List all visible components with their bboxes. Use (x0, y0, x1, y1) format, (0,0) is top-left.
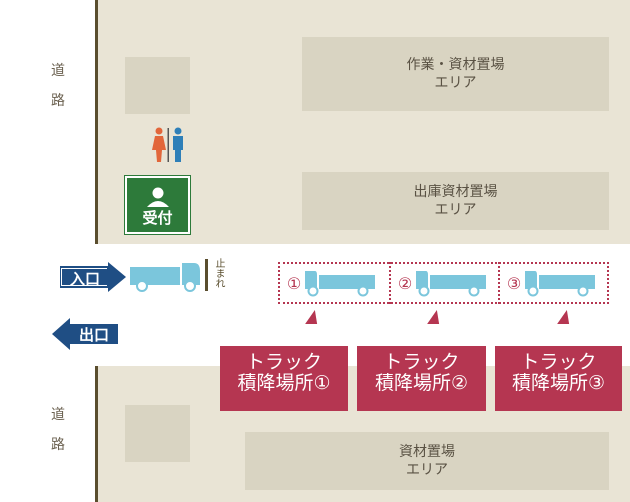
reception-sign: 受付 (124, 175, 191, 235)
person-icon (146, 187, 169, 207)
stop-line-label: 止まれ (213, 258, 224, 288)
road-label-top: 道 路 (46, 60, 70, 110)
loading-callout: トラック 積降場所③ (495, 346, 622, 411)
area-label: エリア (434, 75, 477, 91)
area-label: エリア (406, 462, 448, 478)
loading-callout: トラック 積降場所① (220, 346, 348, 411)
callout-line2: 積降場所③ (511, 372, 606, 394)
truck-icon (305, 271, 375, 297)
road-char: 路 (51, 93, 65, 109)
callout-line2: 積降場所① (237, 372, 331, 394)
entrance-marker: 入口 (59, 262, 130, 292)
stop-line (205, 259, 208, 291)
building-block (125, 405, 190, 462)
exit-marker: 出口 (52, 318, 122, 350)
loading-slot: ① (283, 268, 385, 298)
loading-slot: ② (394, 268, 496, 298)
area-label: 作業・資材置場 (406, 57, 505, 73)
road-char: 路 (51, 437, 65, 453)
road-char: 道 (51, 63, 65, 79)
truck-icon (130, 259, 204, 293)
fence-line-top (95, 0, 98, 244)
truck-icon (416, 271, 486, 297)
road-label-bottom: 道 路 (46, 404, 70, 454)
slot-divider (389, 262, 391, 304)
road-vertical (0, 0, 96, 502)
callout-line1: トラック (383, 351, 460, 373)
area-label: エリア (434, 202, 477, 218)
fence-line-bottom (95, 366, 98, 502)
building-block (125, 57, 190, 114)
work-storage-area: 作業・資材置場 エリア (302, 37, 609, 111)
loading-callout: トラック 積降場所② (357, 346, 486, 411)
material-storage-area: 資材置場 エリア (245, 432, 609, 490)
loading-slot: ③ (503, 268, 605, 298)
area-label: 資材置場 (399, 444, 455, 460)
shipping-storage-area: 出庫資材置場 エリア (302, 172, 609, 230)
restroom-icon (148, 126, 188, 164)
loading-zone (278, 262, 609, 304)
callout-line2: 積降場所② (374, 372, 469, 394)
slot-number: ① (286, 273, 302, 293)
exit-label: 出口 (78, 326, 109, 344)
callout-line1: トラック (245, 351, 322, 373)
slot-divider (498, 262, 500, 304)
road-char: 道 (51, 407, 65, 423)
slot-number: ③ (506, 273, 522, 293)
area-label: 出庫資材置場 (413, 184, 498, 200)
entrance-label: 入口 (69, 270, 100, 288)
slot-number: ② (397, 273, 413, 293)
truck-icon (525, 271, 595, 297)
reception-label: 受付 (142, 209, 173, 227)
callout-line1: トラック (520, 351, 597, 373)
